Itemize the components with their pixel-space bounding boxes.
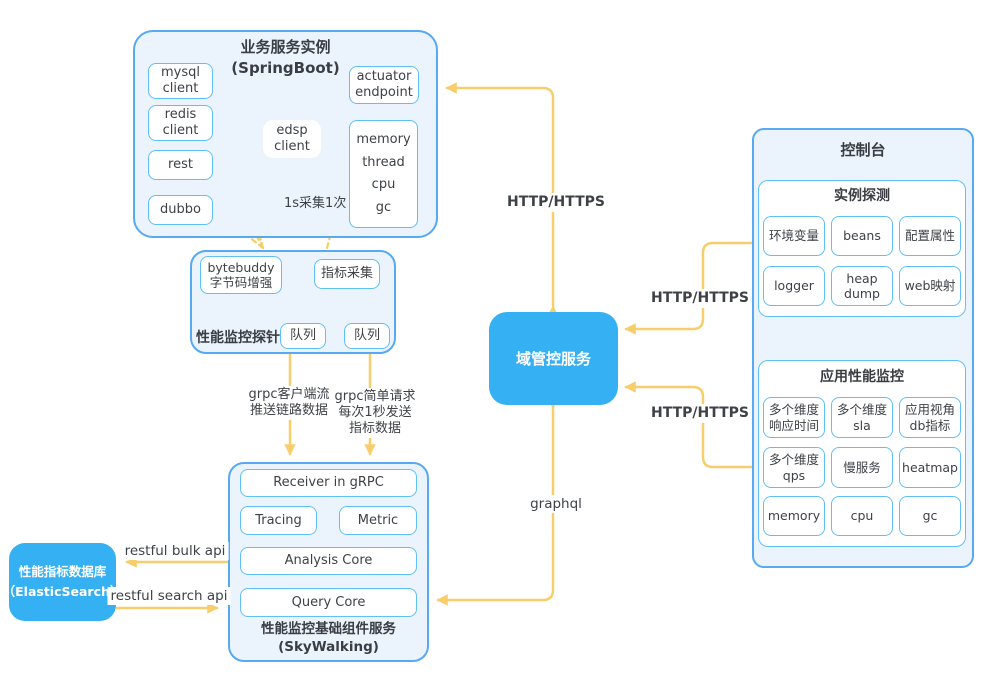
grpc-simple-label: grpc简单请求 每次1秒发送 指标数据 bbox=[331, 388, 419, 438]
instance-probe-title: 实例探测 bbox=[834, 188, 890, 204]
tracing-box: Tracing bbox=[240, 506, 317, 535]
logger-box: logger bbox=[763, 266, 825, 306]
http-lower-right-label: HTTP/HTTPS bbox=[648, 404, 752, 424]
metric-box: Metric bbox=[339, 506, 417, 535]
redis-client-box: redis client bbox=[148, 105, 213, 141]
edsp-client-box: edsp client bbox=[263, 120, 321, 158]
queue-right-box: 队列 bbox=[344, 323, 390, 349]
apm-qps-box: 多个维度 qps bbox=[763, 447, 825, 488]
receiver-grpc-box: Receiver in gRPC bbox=[240, 469, 417, 497]
rest-box: rest bbox=[148, 150, 213, 180]
bytebuddy-box: bytebuddy 字节码增强 bbox=[200, 256, 282, 294]
edge-http-upper-right bbox=[624, 241, 755, 335]
restful-bulk-label: restful bulk api bbox=[121, 542, 229, 561]
apm-cpu-box: cpu bbox=[831, 496, 893, 536]
queue-left-box: 队列 bbox=[280, 323, 326, 349]
metric-memory: memory bbox=[356, 132, 411, 148]
config-props-box: 配置属性 bbox=[899, 216, 961, 256]
restful-search-label: restful search api bbox=[107, 587, 231, 606]
grpc-stream-label: grpc客户端流 推送链路数据 bbox=[245, 386, 333, 420]
console-title: 控制台 bbox=[840, 141, 886, 159]
apm-title: 应用性能监控 bbox=[820, 369, 904, 385]
web-mapping-box: web映射 bbox=[899, 266, 961, 306]
apm-db-metrics-box: 应用视角 db指标 bbox=[899, 397, 961, 438]
mysql-client-box: mysql client bbox=[148, 63, 213, 99]
http-upper-right-label: HTTP/HTTPS bbox=[648, 289, 752, 309]
analysis-core-box: Analysis Core bbox=[240, 547, 417, 575]
probe-label: 性能监控探针 bbox=[196, 330, 280, 346]
elasticsearch-box: 性能指标数据库 （ElasticSearch） bbox=[3, 543, 122, 621]
beans-box: beans bbox=[831, 216, 893, 256]
graphql-label: graphql bbox=[527, 495, 585, 514]
apm-response-time-box: 多个维度 响应时间 bbox=[763, 397, 825, 438]
apm-slow-service-box: 慢服务 bbox=[831, 447, 893, 488]
dubbo-box: dubbo bbox=[148, 195, 213, 225]
edge-http-lower-right bbox=[624, 381, 757, 469]
springboot-title: 业务服务实例 (SpringBoot) bbox=[231, 38, 340, 77]
jvm-metrics-box: memory thread cpu gc bbox=[349, 120, 418, 228]
query-core-box: Query Core bbox=[240, 588, 417, 617]
apm-heatmap-box: heatmap bbox=[899, 447, 961, 488]
heap-dump-box: heap dump bbox=[831, 266, 893, 306]
apm-memory-box: memory bbox=[763, 496, 825, 536]
apm-sla-box: 多个维度 sla bbox=[831, 397, 893, 438]
metric-thread: thread bbox=[362, 154, 405, 170]
env-vars-box: 环境变量 bbox=[763, 216, 825, 256]
http-top-label: HTTP/HTTPS bbox=[504, 193, 608, 213]
actuator-endpoint-box: actuator endpoint bbox=[349, 66, 419, 104]
metric-cpu: cpu bbox=[371, 177, 396, 193]
metric-gc: gc bbox=[375, 199, 392, 215]
domain-service-box: 域管控服务 bbox=[489, 312, 618, 405]
skywalking-title: 性能监控基础组件服务 (SkyWalking) bbox=[261, 621, 396, 655]
metric-collect-box: 指标采集 bbox=[314, 259, 380, 289]
sample-rate-note: 1s采集1次 bbox=[284, 196, 347, 211]
apm-gc-box: gc bbox=[899, 496, 961, 536]
